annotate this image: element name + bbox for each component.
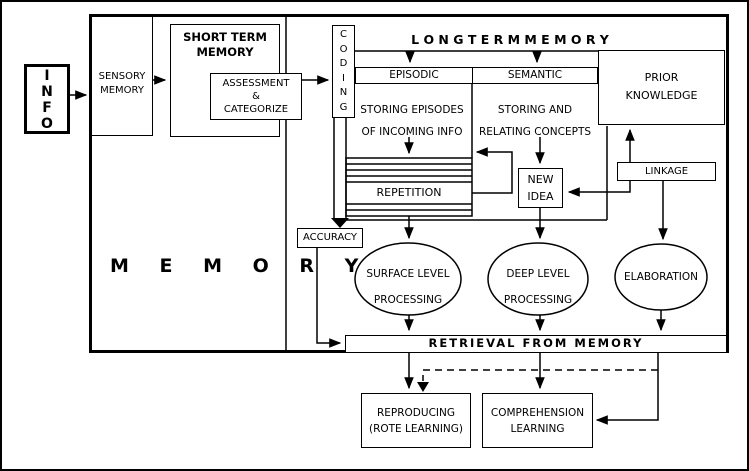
semantic-label: SEMANTIC	[507, 69, 563, 81]
reproducing-label: REPRODUCING (ROTE LEARNING)	[368, 407, 464, 435]
new-idea-node: NEW IDEA	[518, 168, 563, 208]
linkage-node: LINKAGE	[617, 162, 716, 181]
semantic-node: SEMANTIC	[472, 67, 598, 84]
long-term-memory-title: L O N G T E R M M E M O R Y	[411, 32, 609, 47]
storing-episodes-label: STORING EPISODES OF INCOMING INFO	[360, 104, 464, 138]
episodic-node: EPISODIC	[355, 67, 473, 84]
retrieval-label: RETRIEVAL FROM MEMORY	[428, 336, 644, 350]
prior-knowledge-node: PRIOR KNOWLEDGE	[598, 50, 725, 125]
surface-level-label: SURFACE LEVEL PROCESSING	[366, 268, 450, 306]
episodic-label: EPISODIC	[389, 69, 439, 81]
accuracy-label: ACCURACY	[302, 232, 358, 243]
retrieval-node: RETRIEVAL FROM MEMORY	[345, 335, 727, 353]
prior-knowledge-label: PRIOR KNOWLEDGE	[625, 71, 698, 102]
sensory-memory-label: SENSORY MEMORY	[98, 71, 146, 96]
comprehension-label: COMPREHENSION LEARNING	[490, 407, 585, 435]
reproducing-node: REPRODUCING (ROTE LEARNING)	[361, 393, 471, 448]
deep-level-label: DEEP LEVEL PROCESSING	[503, 268, 573, 306]
memory-section-label: M E M O R Y	[110, 255, 371, 277]
sensory-memory-node	[91, 16, 153, 136]
assessment-categorize-label: ASSESSMENT & CATEGORIZE	[222, 78, 290, 115]
assessment-categorize-node: ASSESSMENT & CATEGORIZE	[210, 73, 302, 120]
info-node: I N F O	[24, 64, 70, 134]
elaboration-label: ELABORATION	[623, 271, 699, 283]
accuracy-node: ACCURACY	[297, 228, 363, 248]
info-label: I N F O	[41, 68, 53, 132]
repetition-label: REPETITION	[347, 186, 471, 199]
new-idea-label: NEW IDEA	[527, 173, 554, 203]
comprehension-node: COMPREHENSION LEARNING	[482, 393, 593, 448]
linkage-label: LINKAGE	[644, 166, 689, 177]
coding-label: C O D I N G	[339, 29, 348, 113]
coding-node: C O D I N G	[332, 25, 355, 118]
storing-relating-label: STORING AND RELATING CONCEPTS	[478, 104, 592, 138]
short-term-memory-label: SHORT TERM MEMORY	[183, 30, 267, 59]
